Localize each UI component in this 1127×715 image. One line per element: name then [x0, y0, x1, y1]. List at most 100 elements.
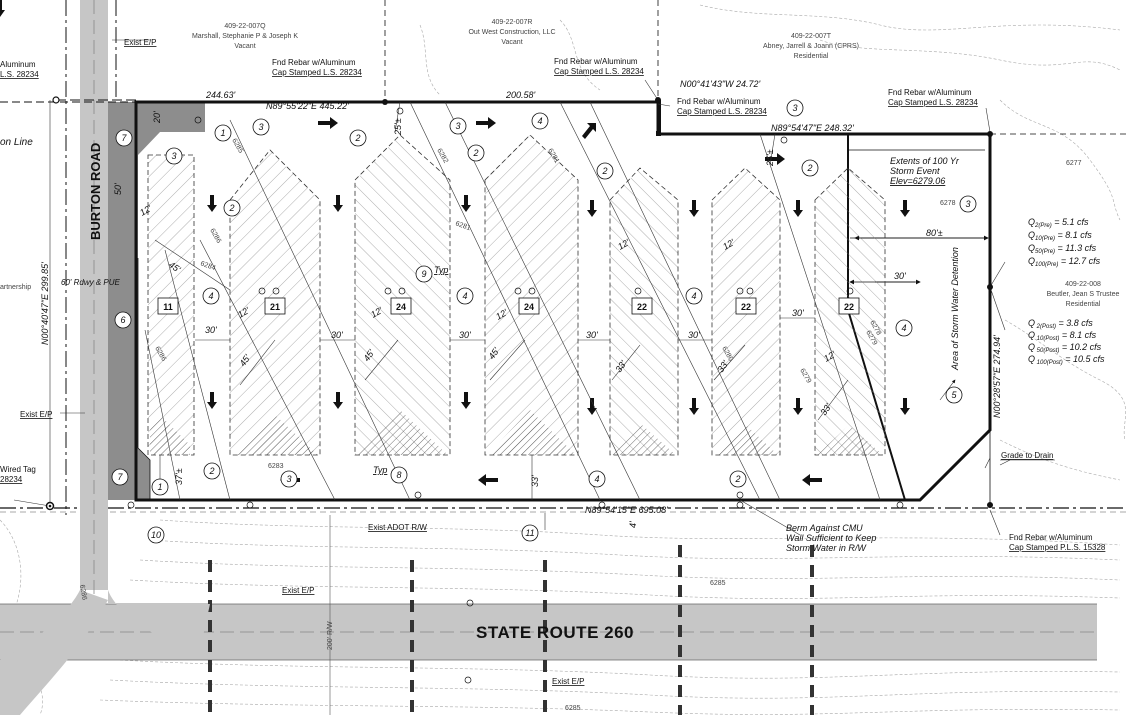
building-number: 24: [524, 302, 534, 312]
q-pre-row: Q2(Pre) = 5.1 cfs: [1028, 217, 1089, 229]
fragment-ls-bottom: 28234: [0, 475, 23, 484]
sr260-label: STATE ROUTE 260: [476, 623, 634, 642]
dim-label: 30': [459, 330, 471, 340]
building-labels: 11 21 24 24 22 22 22: [157, 297, 860, 315]
parcel-owner: Beutler, Jean S Trustee: [1047, 291, 1120, 298]
exist-ep-label: Exist E/P: [282, 586, 314, 595]
contour-label: 6285: [710, 580, 726, 587]
q-pre-row: Q10(Pre) = 8.1 cfs: [1028, 230, 1092, 242]
callout-number: 3: [171, 151, 176, 161]
callout-number: 2: [734, 474, 740, 484]
parcel-use: Vacant: [501, 39, 522, 46]
parcel-apn: 409-22-007Q: [224, 23, 266, 30]
bearings: 244.63' N89°55'22"E 445.22' 200.58' N00°…: [40, 79, 1002, 515]
burton-road-label: BURTON ROAD: [88, 143, 103, 240]
dim-label: 25'±: [393, 118, 403, 136]
contour-label: 6278: [940, 200, 956, 207]
rebar-label: Cap Stamped L.S. 28234: [272, 68, 362, 77]
typ-label: Typ: [373, 465, 387, 475]
extents-note: Extents of 100 Yr: [890, 156, 960, 166]
dim-label: 30': [586, 330, 598, 340]
adot-row-label: Exist ADOT R/W: [368, 523, 427, 532]
building-dense-hatch: [150, 410, 883, 455]
bearing-east: N89°54'47"E 248.32': [771, 123, 854, 133]
callout-number: 3: [965, 199, 970, 209]
q-pre-row: Q50(Pre) = 11.3 cfs: [1028, 243, 1097, 255]
rebar-label: Cap Stamped L.S. 28234: [554, 67, 644, 76]
callout-number: 2: [472, 148, 478, 158]
contour-label: 6283: [268, 463, 284, 470]
parcel-labels: 409-22-007Q Marshall, Stephanie P & Jose…: [192, 19, 1120, 308]
extents-note: Elev=6279.06: [890, 176, 945, 186]
contour-label: 6281: [454, 220, 471, 232]
dim-label: 25'±: [765, 149, 775, 167]
dim-label: 30': [792, 308, 804, 318]
bearing-east-line: N00°28'57"E 274.94': [992, 335, 1002, 418]
parcel-apn: 409-22-007T: [791, 33, 832, 40]
contour-label: 6277: [1066, 160, 1082, 167]
q-post-row: Q 10(Post) = 8.1 cfs: [1028, 330, 1097, 342]
bearing-south: N89°54'15"E 695.08': [585, 505, 668, 515]
callout-number: 10: [151, 530, 161, 540]
dim-label: 30': [205, 325, 217, 335]
contour-label: 6279: [798, 368, 812, 385]
dim-label: 30': [688, 330, 700, 340]
contour-lines: [0, 4, 1126, 715]
callouts: [111, 99, 977, 544]
callout-number: 6: [120, 315, 125, 325]
parcel-owner: Marshall, Stephanie P & Joseph K: [192, 33, 298, 40]
callout-numbers: 7 3 1 3 2 3 4 2 2 3 2 2 3 9 4 4 4 6 4 5 …: [117, 103, 970, 540]
dim-label: 80'±: [926, 228, 943, 238]
contour-label: 6282: [435, 148, 449, 165]
callout-number: 3: [286, 474, 291, 484]
rebar-label: Fnd Rebar w/Aluminum: [272, 58, 356, 67]
fragment-partnership: artnership: [0, 284, 31, 291]
parcel-use: Residential: [1066, 301, 1101, 308]
fragment-aluminum: Aluminum: [0, 60, 36, 69]
parcel-owner: Out West Construction, LLC: [468, 29, 555, 36]
callout-number: 3: [792, 103, 797, 113]
callout-number: 2: [601, 166, 607, 176]
bearing-west-line: N00°40'47"E 299.85': [40, 262, 50, 345]
buildings: [147, 134, 886, 456]
rebar-label: Fnd Rebar w/Aluminum: [888, 88, 972, 97]
callout-number: 8: [396, 470, 401, 480]
parcel-use: Residential: [794, 53, 829, 60]
dim-label: 4': [628, 521, 638, 528]
bearing-dist: 244.63': [205, 90, 236, 100]
grade-note: Grade to Drain: [1001, 451, 1053, 460]
callout-number: 4: [208, 291, 213, 301]
dimension-lines: [154, 101, 849, 500]
exist-ep-label: Exist E/P: [20, 410, 52, 419]
callout-number: 4: [537, 116, 542, 126]
building-number: 22: [637, 302, 647, 312]
callout-number: 4: [901, 323, 906, 333]
callout-number: 2: [806, 163, 812, 173]
callout-number: 1: [220, 128, 225, 138]
rebar-label: Fnd Rebar w/Aluminum: [554, 57, 638, 66]
left-edge-labels: Aluminum L.S. 28234 on Line artnership W…: [0, 60, 39, 484]
burton-road: [0, 0, 210, 715]
callout-number: 4: [462, 291, 467, 301]
q-post-row: Q 50(Post) = 10.2 cfs: [1028, 342, 1102, 354]
contour-label: 6286: [208, 228, 222, 245]
callout-number: 11: [525, 528, 534, 538]
bearing-jog: N00°41'43"W 24.72': [680, 79, 761, 89]
q-post-table: Q 2(Post) = 3.8 cfs Q 10(Post) = 8.1 cfs…: [1028, 318, 1105, 366]
parcel-apn: 409-22-007R: [492, 19, 533, 26]
rdwy-label: 60' Rdwy & PUE: [61, 278, 121, 287]
dim-label: 20': [152, 111, 162, 124]
contour-label: 6285: [230, 138, 244, 155]
building-number: 21: [270, 302, 280, 312]
dim-label: 50': [113, 183, 123, 195]
parcel-use: Vacant: [234, 43, 255, 50]
q-post-row: Q 100(Post) = 10.5 cfs: [1028, 354, 1105, 366]
fragment-section-line: on Line: [0, 137, 33, 148]
fragment-wired-tag: Wired Tag: [0, 465, 36, 474]
monument-labels: Fnd Rebar w/Aluminum Cap Stamped L.S. 28…: [272, 57, 1106, 552]
building-number: 22: [741, 302, 751, 312]
callout-number: 9: [421, 269, 426, 279]
rebar-label: Fnd Rebar w/Aluminum: [677, 97, 761, 106]
callout-number: 5: [951, 390, 957, 400]
